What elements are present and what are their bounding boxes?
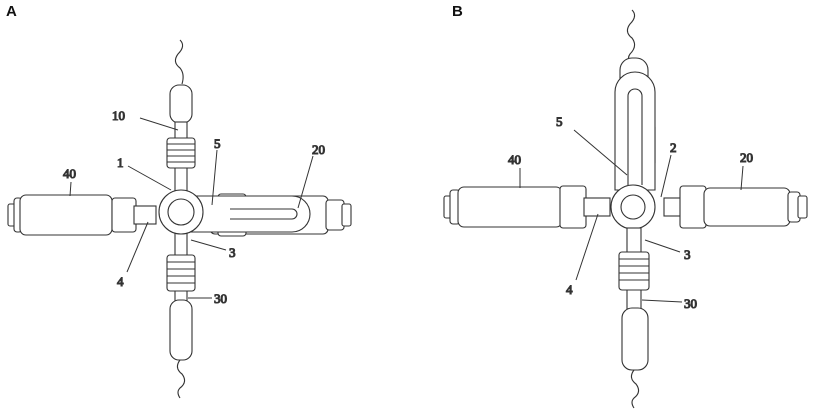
panel-b-arm-link <box>614 71 656 191</box>
panel-a-arm-link <box>187 195 311 233</box>
panel-b-label-3: 3 <box>684 247 691 262</box>
panel-a-label-1: 1 <box>117 155 124 170</box>
panel-a-left-handle <box>7 194 157 236</box>
panel-b-arm-slot <box>627 88 643 185</box>
panel-a-hub-center <box>167 198 195 226</box>
panel-b-left-handle <box>443 185 611 229</box>
panel-a-top-cap <box>169 84 193 124</box>
panel-a-label-30: 30 <box>214 291 227 306</box>
panel-a-label-20: 20 <box>312 142 325 157</box>
panel-a-label-3: 3 <box>229 245 236 260</box>
panel-b-bottom-wire <box>630 369 640 409</box>
panel-a-arm-slot <box>230 208 298 220</box>
panel-b-drawing <box>443 9 808 409</box>
panel-b-label-40: 40 <box>508 152 521 167</box>
panel-a-label-4: 4 <box>117 274 124 289</box>
panel-b-label-20: 20 <box>740 150 753 165</box>
panel-b-bottom-cap <box>621 307 649 371</box>
panel-b-leaders <box>519 129 744 303</box>
panel-b-label-4: 4 <box>566 282 573 297</box>
panel-a-label-40: 40 <box>63 166 76 181</box>
panel-b-label-30: 30 <box>684 296 697 311</box>
panel-b-bottom-spring <box>618 251 650 291</box>
panel-a-label-10: 10 <box>112 108 125 123</box>
panel-a-bottom-wire <box>176 359 186 399</box>
panel-a-bottom-cap <box>169 299 193 361</box>
panel-a-bottom-spring <box>166 254 196 292</box>
panel-a-letter: A <box>6 3 17 20</box>
panel-a-leaders <box>69 117 314 299</box>
panel-b-top-wire <box>626 9 636 63</box>
panel-a-top-wire <box>174 39 184 85</box>
panel-b-label-2: 2 <box>670 140 677 155</box>
panel-b-hub-center <box>620 194 646 220</box>
panel-b-label-5: 5 <box>556 114 563 129</box>
panel-b-letter: B <box>452 3 463 20</box>
panel-a-top-spring <box>166 137 196 169</box>
panel-b-right-handle <box>663 185 808 229</box>
panel-a-drawing <box>7 39 352 399</box>
panel-a-label-5: 5 <box>214 136 221 151</box>
